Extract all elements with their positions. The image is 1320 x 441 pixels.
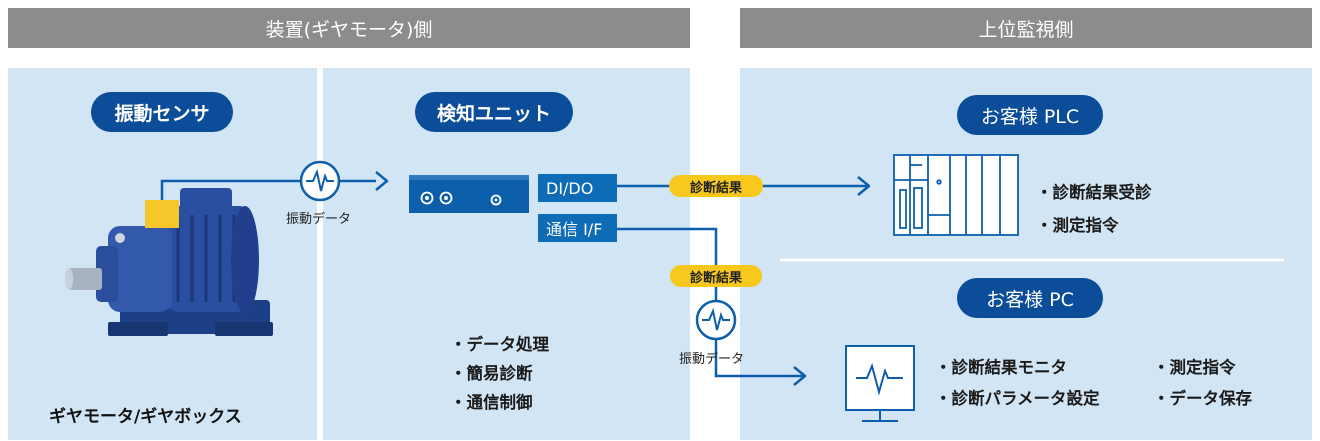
vibration-data-icon-mid xyxy=(695,299,737,341)
diagnosis-result-badge-top: 診断結果 xyxy=(669,175,763,197)
plc-rack-icon xyxy=(893,154,1019,236)
gear-motor-illustration xyxy=(65,188,273,336)
unit-function-item: ・通信制御 xyxy=(450,393,533,412)
unit-function-list: ・データ処理 ・簡易診断 ・通信制御 xyxy=(450,330,549,417)
comm-to-pc-arrowhead xyxy=(793,366,807,386)
comm-if-port-tag: 通信 I/F xyxy=(538,214,617,242)
vibration-sensor-block xyxy=(145,200,179,228)
plc-function-item: ・測定指令 xyxy=(1036,216,1119,235)
pc-function-list-right: ・測定指令 ・データ保存 xyxy=(1153,352,1252,414)
plc-function-list: ・診断結果受診 ・測定指令 xyxy=(1036,176,1152,242)
vibration-sensor-pill: 振動センサ xyxy=(91,92,233,132)
detection-unit-pill: 検知ユニット xyxy=(415,92,573,132)
customer-plc-pill: お客様 PLC xyxy=(957,95,1103,135)
pc-function-item: ・診断パラメータ設定 xyxy=(935,389,1100,408)
vibration-data-icon-top xyxy=(299,160,341,202)
pc-function-item: ・データ保存 xyxy=(1153,389,1252,408)
vibration-data-label-top: 振動データ xyxy=(286,212,352,227)
dido-to-plc-arrowhead xyxy=(857,176,871,196)
sensor-to-unit-arrowhead xyxy=(375,171,389,191)
pc-function-item: ・診断結果モニタ xyxy=(935,358,1067,377)
detection-unit-device xyxy=(409,175,529,213)
unit-function-item: ・簡易診断 xyxy=(450,364,533,383)
vibration-data-label-mid: 振動データ xyxy=(679,352,745,367)
device-side-header: 装置(ギヤモータ)側 xyxy=(8,8,690,48)
unit-function-item: ・データ処理 xyxy=(450,335,549,354)
monitor-side-header: 上位監視側 xyxy=(740,8,1312,48)
pc-monitor-icon xyxy=(845,345,915,422)
customer-pc-pill: お客様 PC xyxy=(957,278,1103,318)
plc-function-item: ・診断結果受診 xyxy=(1036,183,1152,202)
dido-port-tag: DI/DO xyxy=(538,174,617,202)
diagnosis-result-badge-mid: 診断結果 xyxy=(670,265,762,287)
pc-function-item: ・測定指令 xyxy=(1153,358,1236,377)
pc-function-list-left: ・診断結果モニタ ・診断パラメータ設定 xyxy=(935,352,1100,414)
gear-motor-caption: ギヤモータ/ギヤボックス xyxy=(49,407,242,427)
